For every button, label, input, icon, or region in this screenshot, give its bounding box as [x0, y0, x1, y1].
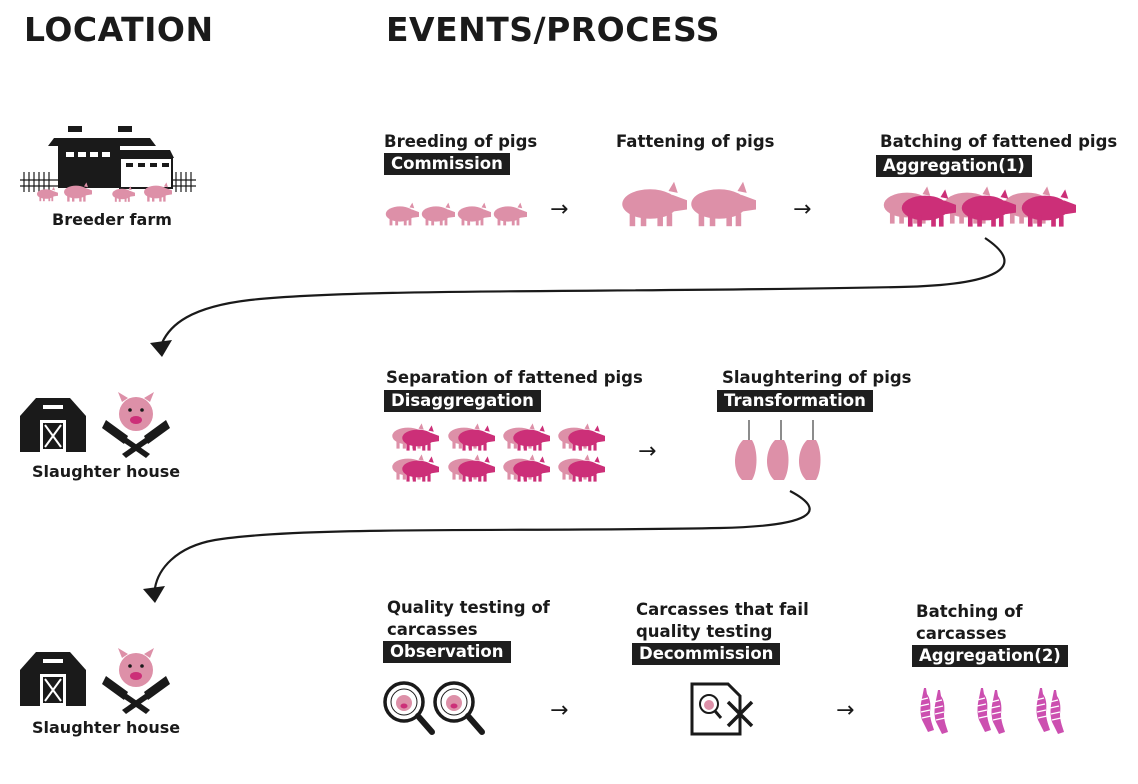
transformation-tag: Transformation — [717, 390, 873, 412]
document-x-icon — [690, 682, 754, 736]
breeding-title: Breeding of pigs — [384, 132, 538, 151]
slaughtering-title: Slaughtering of pigs — [722, 368, 912, 387]
observation-tag: Observation — [383, 641, 511, 663]
connector-arrow-2 — [143, 490, 811, 603]
separation-title: Separation of fattened pigs — [386, 368, 643, 387]
connector-arrow-1 — [150, 237, 1006, 357]
carcass-group — [919, 687, 1065, 735]
aggregation2-tag: Aggregation(2) — [912, 645, 1068, 667]
location-slaughter-house-1: Slaughter house — [32, 462, 181, 481]
slaughterhouse-icon-1 — [20, 398, 86, 452]
quality-title-line1: Quality testing of — [387, 598, 550, 617]
fattening-title: Fattening of pigs — [616, 132, 775, 151]
fattened-pigs-group — [614, 181, 756, 227]
batching-pigs-title: Batching of fattened pigs — [880, 132, 1118, 151]
batching-carcasses-title-line2: carcasses — [916, 624, 1007, 643]
flow-arrow-1: → — [550, 197, 569, 222]
decommission-tag: Decommission — [632, 643, 781, 665]
flow-arrow-4: → — [550, 698, 569, 723]
slaughterhouse-icon-2 — [20, 652, 86, 706]
separated-pigs-group — [388, 423, 605, 482]
location-header: LOCATION — [24, 10, 214, 49]
pig-cleaver-icon-1 — [102, 392, 170, 458]
aggregation1-tag: Aggregation(1) — [876, 155, 1032, 177]
piglets-group — [381, 202, 527, 226]
flow-arrow-3: → — [638, 439, 657, 464]
location-breeder-farm: Breeder farm — [52, 210, 172, 229]
farm-icon — [20, 126, 196, 202]
fail-title-line2: quality testing — [636, 622, 773, 641]
flow-arrow-2: → — [793, 197, 812, 222]
magnifier-icons — [383, 681, 485, 735]
location-slaughter-house-2: Slaughter house — [32, 718, 181, 737]
batching-carcasses-title-line1: Batching of — [916, 602, 1023, 621]
hanging-pigs-group — [734, 420, 821, 480]
fail-title-line1: Carcasses that fail — [636, 600, 809, 619]
quality-title-line2: carcasses — [387, 620, 478, 639]
commission-tag: Commission — [384, 153, 510, 175]
disaggregation-tag: Disaggregation — [384, 390, 541, 412]
flow-arrow-5: → — [836, 698, 855, 723]
events-header: EVENTS/PROCESS — [386, 10, 721, 49]
pig-cleaver-icon-2 — [102, 648, 170, 714]
batched-pigs-group — [877, 186, 1076, 227]
